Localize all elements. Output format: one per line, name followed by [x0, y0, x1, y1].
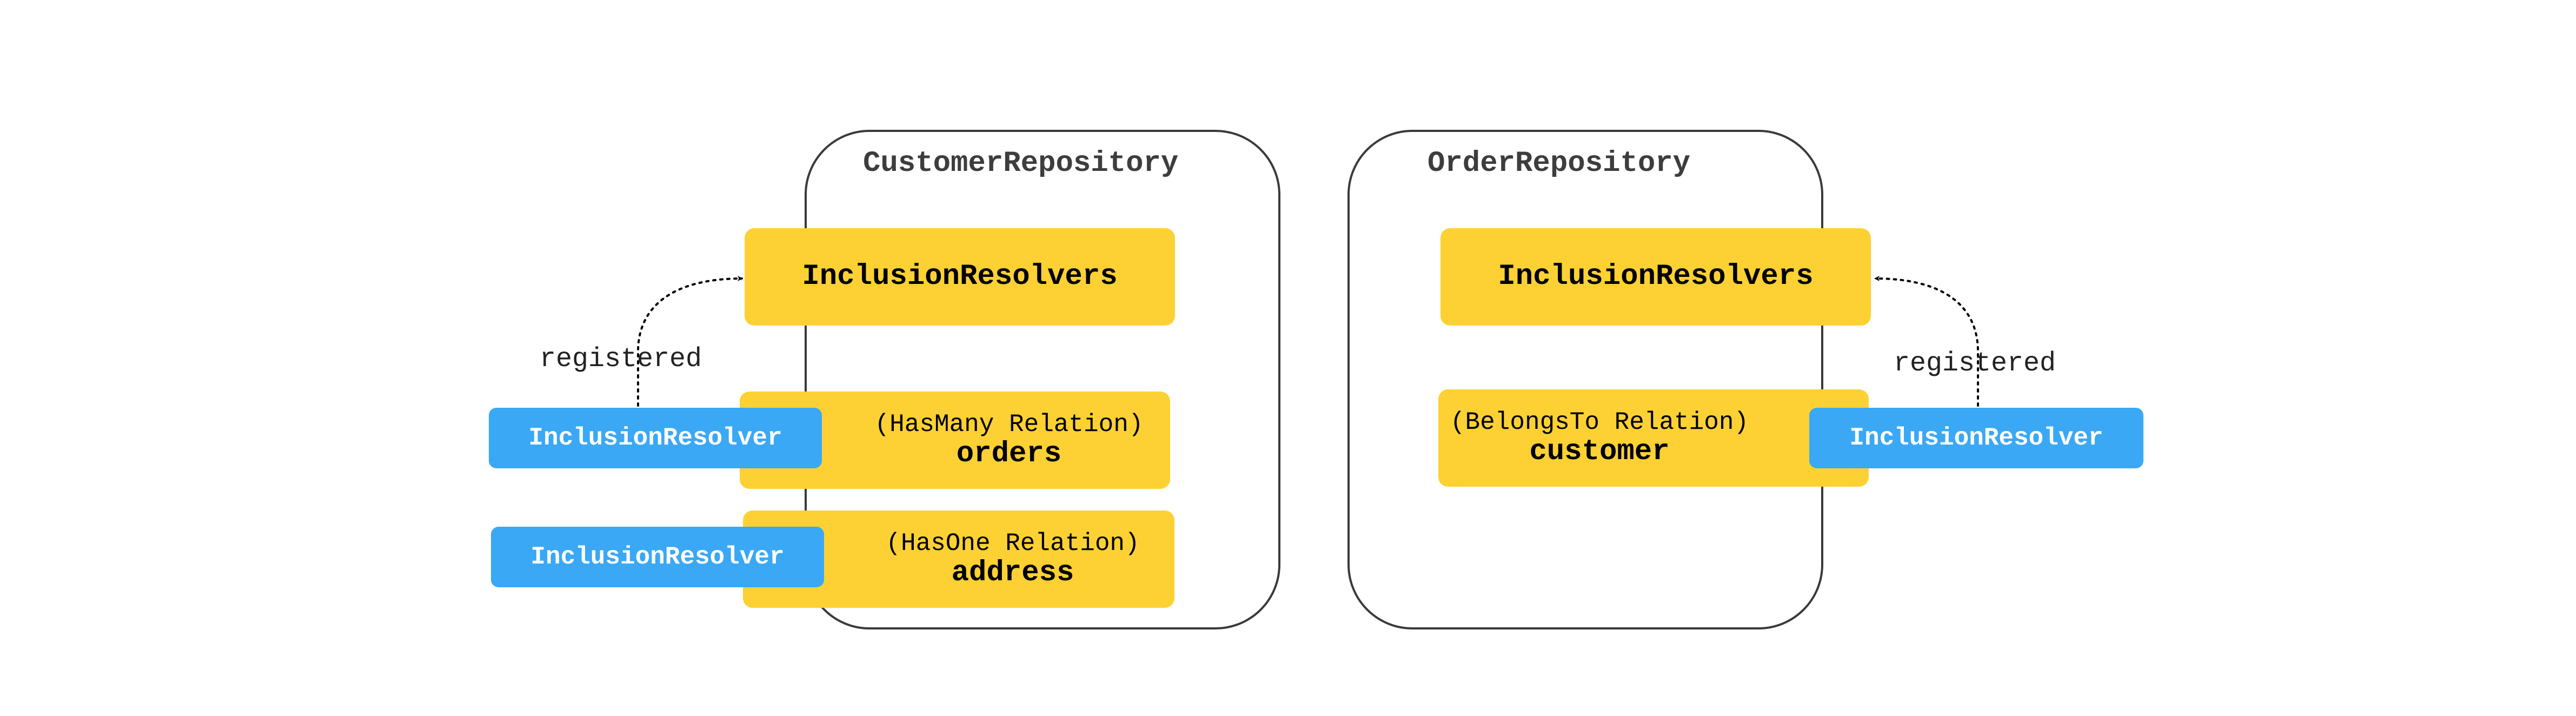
orders-inclusion-resolver: InclusionResolver	[489, 408, 822, 468]
order-inclusion-resolvers: InclusionResolvers	[1440, 228, 1871, 326]
customer-relation-type: (BelongsTo Relation)	[1450, 408, 1749, 437]
customer-inclusion-resolvers: InclusionResolvers	[745, 228, 1175, 326]
customer-registered-label: registered	[540, 344, 702, 375]
customer-repository-title: CustomerRepository	[863, 147, 1179, 180]
customer-relation-name: customer	[1529, 435, 1670, 469]
customer-repository-box	[805, 130, 1280, 629]
orders-relation-name: orders	[956, 437, 1062, 471]
order-registered-arrow	[1874, 276, 1979, 407]
customer-inclusion-resolver: InclusionResolver	[1809, 408, 2143, 468]
customer-registered-arrow	[637, 276, 743, 407]
order-inclusion-resolvers-label: InclusionResolvers	[1498, 260, 1814, 293]
address-relation-name: address	[951, 556, 1074, 590]
address-relation-type: (HasOne Relation)	[886, 529, 1140, 558]
customer-relation-box: (BelongsTo Relation) customer	[1438, 389, 1869, 487]
address-inclusion-resolver: InclusionResolver	[491, 527, 824, 587]
orders-relation-type: (HasMany Relation)	[874, 410, 1144, 439]
order-repository-title: OrderRepository	[1428, 147, 1691, 180]
order-registered-label: registered	[1894, 348, 2056, 379]
customer-inclusion-resolvers-label: InclusionResolvers	[802, 260, 1118, 293]
order-repository-box	[1347, 130, 1823, 629]
